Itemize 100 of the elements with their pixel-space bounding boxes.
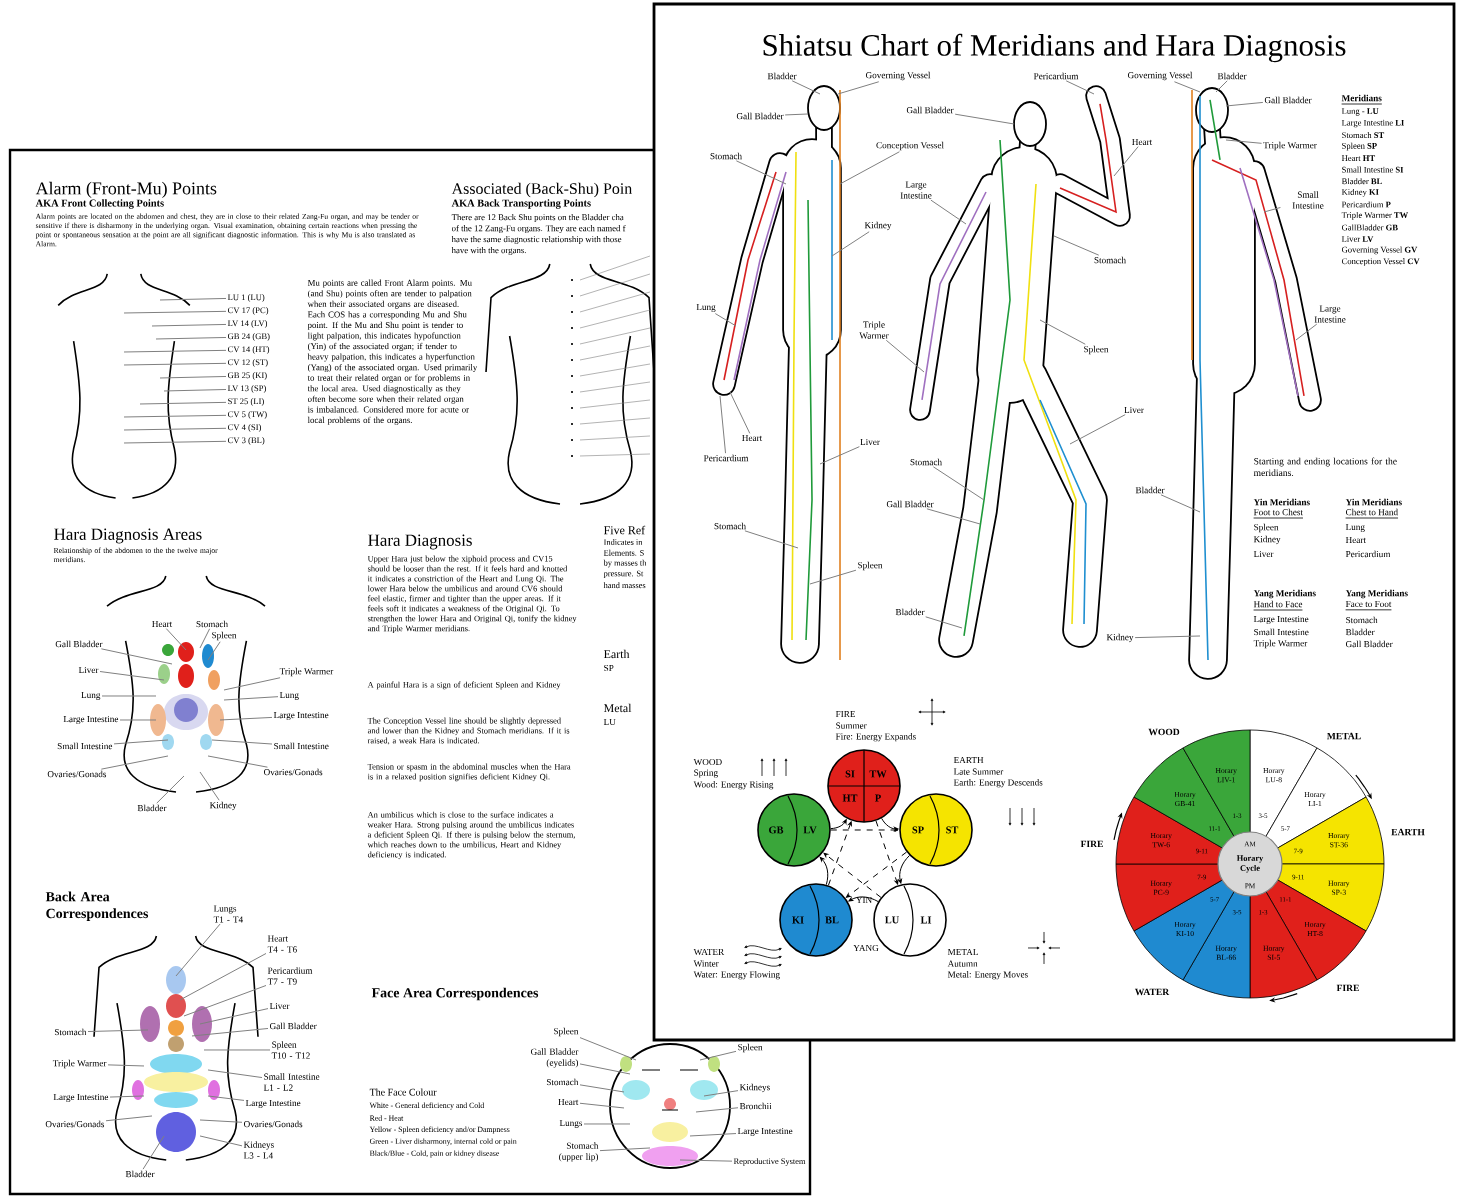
leader-line (199, 1008, 269, 1025)
leader-line (199, 1135, 243, 1147)
leader-line (101, 695, 157, 697)
leader-line (123, 427, 227, 431)
leader-line (930, 199, 967, 225)
leader-line (159, 297, 227, 301)
leader-line (583, 1123, 631, 1125)
leader-line (1113, 146, 1139, 177)
leader-line (207, 641, 221, 661)
leader-line (1263, 207, 1281, 213)
leader-line (100, 648, 173, 665)
arrow (848, 896, 879, 903)
leader-line (223, 677, 281, 691)
leader-line (179, 953, 267, 1001)
leader-line (784, 113, 809, 116)
leader-line (155, 337, 227, 340)
heading: Hara Diagnosis Areas (54, 528, 202, 544)
leader-line (139, 401, 227, 405)
leader-line (1134, 635, 1201, 639)
arrow (819, 857, 829, 886)
arrow (823, 852, 882, 898)
leader-line (932, 466, 985, 501)
leader-line (123, 362, 227, 366)
leader-line (219, 716, 273, 721)
leader-line (142, 1135, 165, 1170)
arrow (830, 819, 847, 830)
leader-line (926, 508, 981, 525)
leader-line (703, 1090, 739, 1097)
leader-line (207, 1095, 245, 1101)
leader-line (109, 1095, 145, 1098)
leader-line (1160, 494, 1201, 513)
title: Shiatsu Chart of Meridians and Hara Diagnosis (763, 33, 1346, 63)
face-drawing (609, 1043, 731, 1169)
torso-drawing (57, 273, 191, 499)
leader-line (744, 530, 799, 549)
leader-line (579, 1037, 637, 1061)
leader-line (123, 310, 227, 314)
leader-line (699, 1050, 737, 1061)
leader-line (123, 440, 227, 444)
leader-line (163, 389, 227, 392)
leader-line (579, 1102, 625, 1109)
leader-line (954, 113, 1015, 125)
leader-line (809, 569, 857, 585)
leader-line (100, 755, 169, 770)
leader-line (123, 414, 227, 418)
leader-line (1225, 139, 1263, 144)
leader-line (203, 1049, 271, 1051)
leader-line (223, 696, 279, 701)
arrow (875, 820, 899, 885)
leader-line (579, 1063, 631, 1075)
leader-line (107, 1064, 145, 1067)
leader-line (199, 1119, 243, 1123)
leader-line (156, 775, 185, 804)
leader-line (113, 739, 169, 745)
heading: Hara Diagnosis (368, 534, 472, 550)
leader-line (831, 231, 870, 257)
leader-line (1053, 235, 1100, 256)
leader-line (885, 339, 925, 373)
leader-line (599, 1147, 651, 1152)
arrow (845, 851, 908, 898)
leader-line (159, 376, 227, 379)
arrow (830, 828, 899, 832)
arrow (827, 821, 852, 886)
leader-line (791, 80, 821, 95)
leader-line (1069, 414, 1126, 445)
leader-line (1065, 80, 1095, 95)
leader-line (1173, 81, 1201, 93)
leader-line (714, 313, 737, 327)
leader-line (729, 391, 751, 434)
leader-line (123, 349, 227, 353)
leader-line (151, 323, 227, 327)
leader-line (211, 739, 273, 745)
leader-line (1225, 101, 1264, 107)
leader-line (819, 446, 860, 465)
leader-line (199, 771, 220, 801)
leader-line (837, 81, 880, 95)
leader-line (191, 1027, 269, 1037)
leader-line (679, 1159, 733, 1162)
leader-line (735, 160, 787, 185)
leader-line (925, 616, 963, 629)
leader-line (199, 628, 211, 649)
heading: Alarm (Front-Mu) Points (35, 181, 217, 199)
leader-line (175, 923, 221, 977)
leader-line (1039, 319, 1086, 345)
arrow (898, 855, 910, 884)
leader-line (105, 1115, 153, 1122)
arrow (881, 817, 899, 831)
leader-line (119, 719, 157, 721)
leader-line (87, 1029, 149, 1033)
leader-line (719, 395, 727, 454)
leader-line (183, 985, 267, 1017)
leader-line (1215, 80, 1228, 93)
leader-line (99, 671, 165, 681)
leader-line (207, 1069, 263, 1079)
leader-line (165, 628, 187, 651)
leader-line (689, 1133, 737, 1137)
leader-line (1295, 323, 1318, 341)
leader-line (839, 151, 900, 185)
leader-line (695, 1107, 739, 1113)
leader-line (579, 1084, 625, 1093)
